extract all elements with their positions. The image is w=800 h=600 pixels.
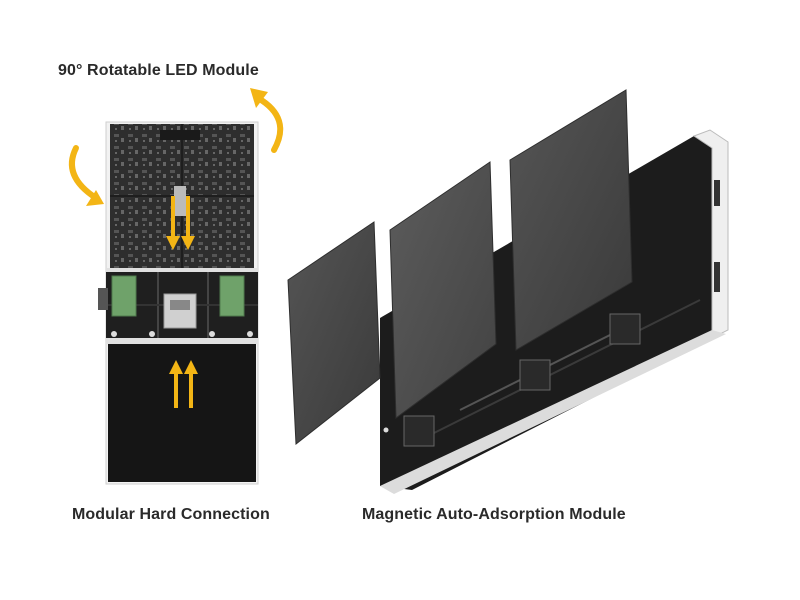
magnetic-caption: Magnetic Auto-Adsorption Module (362, 506, 626, 523)
black-panel (108, 344, 256, 482)
rotate-arrow-right-icon (250, 88, 284, 153)
green-board-right (219, 275, 245, 317)
down-arrows-icon (166, 196, 195, 250)
led-panel-2 (389, 161, 497, 419)
led-panel-1 (287, 221, 381, 445)
rotate-arrow-left-icon (69, 145, 104, 206)
green-board-left (111, 275, 137, 317)
left-led-module (98, 121, 259, 485)
center-connector (163, 293, 197, 329)
hard-connection-caption: Modular Hard Connection (72, 506, 270, 523)
led-panel-3 (509, 89, 633, 351)
up-arrows-icon (169, 360, 198, 408)
rotatable-caption: 90° Rotatable LED Module (58, 62, 259, 79)
